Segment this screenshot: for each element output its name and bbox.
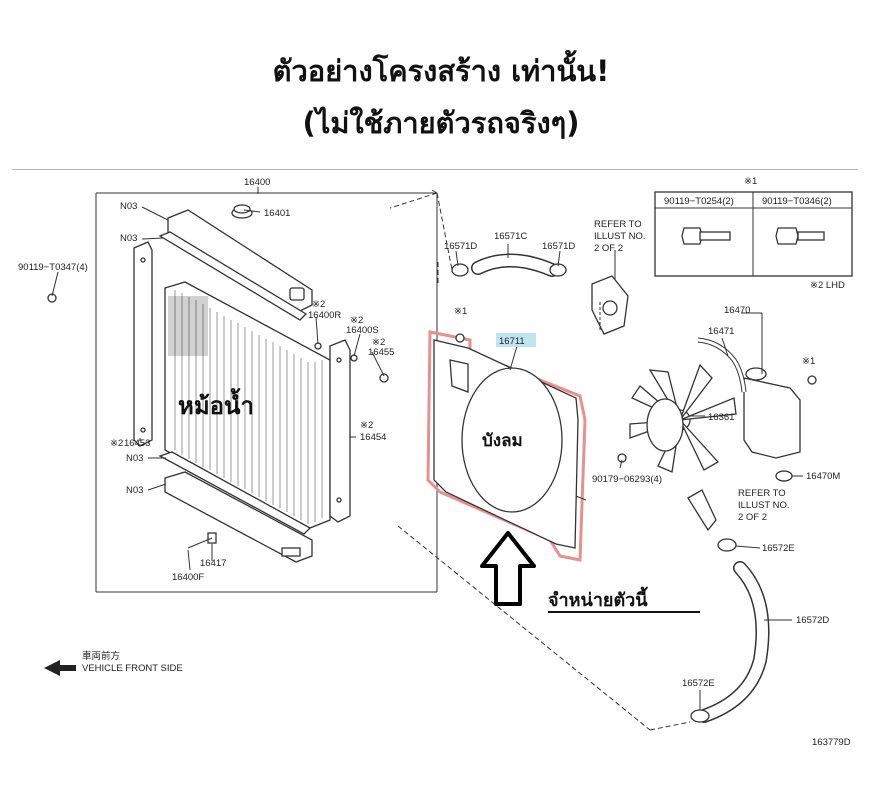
part-label-16401: 16401	[264, 208, 290, 219]
part-label-16470: 16470	[724, 305, 750, 316]
part-label-16400f: 16400F	[172, 572, 204, 583]
note-mark: ※2	[110, 438, 123, 449]
part-label-16571d: 16571D	[444, 241, 477, 252]
table-bolt-icon	[681, 227, 825, 245]
table-note-mark: ※1	[744, 176, 757, 187]
sold-item-callout: จำหน่ายตัวนี้	[548, 586, 649, 611]
radiator-side-support-right	[329, 339, 351, 523]
hose-clamp-left	[451, 263, 469, 277]
radiator-lower-tank	[158, 451, 313, 563]
part-label-16417: 16417	[200, 558, 226, 569]
part-label-16453: 16453	[124, 438, 150, 449]
dashed-connectors	[389, 192, 691, 731]
part-highlight-box	[496, 333, 536, 347]
cooling-fan	[629, 363, 737, 473]
refer-note-line: 2 OF 2	[594, 243, 623, 254]
shroud-callout: บังลม	[482, 431, 523, 451]
note-mark: ※2	[350, 315, 363, 326]
part-label-90179-06293: 90179−06293(4)	[592, 474, 662, 485]
leader-lines	[51, 187, 803, 710]
part-label-16711: 16711	[499, 336, 525, 347]
table-header-col2: 90119−T0346(2)	[762, 196, 832, 207]
table-footer: ※2 LHD	[810, 280, 845, 291]
radiator-core	[164, 281, 331, 529]
part-label-n03: N03	[126, 485, 143, 496]
radiator-upper-tank	[158, 204, 313, 321]
part-label-n03: N03	[120, 201, 137, 212]
note-mark: ※2	[312, 299, 325, 310]
part-label-n03: N03	[120, 233, 137, 244]
part-label-16400s: 16400S	[346, 325, 379, 336]
part-label-16400r: 16400R	[308, 310, 341, 321]
diagram-id: 163779D	[812, 737, 851, 748]
note-mark: ※2	[372, 337, 385, 348]
reserve-tank	[697, 337, 801, 482]
part-label-n03: N03	[126, 453, 143, 464]
part-label-90119-t0347: 90119−T0347(4)	[18, 262, 88, 273]
part-label-16572d: 16572D	[796, 615, 829, 626]
part-label-16361: 16361	[708, 412, 734, 423]
part-label-16470m: 16470M	[806, 471, 840, 482]
radiator-callout: หม้อน้ำ	[178, 387, 254, 420]
part-label-16571d: 16571D	[542, 241, 575, 252]
page-title: ตัวอย่างโครงสร้าง เท่านั้น!	[272, 54, 610, 88]
up-arrow-icon	[480, 531, 536, 606]
table-header-col1: 90119−T0254(2)	[664, 196, 734, 207]
note-mark: ※2	[360, 420, 373, 431]
part-label-16572e: 16572E	[762, 543, 795, 554]
upper-radiator-hose	[471, 253, 559, 277]
part-label-16455: 16455	[368, 347, 394, 358]
note-mark: ※1	[454, 306, 467, 317]
fan-shroud	[426, 330, 587, 562]
radiator-side-support-left	[133, 241, 153, 447]
part-label-16454: 16454	[360, 432, 386, 443]
vehicle-front-arrow-icon	[44, 660, 76, 676]
refer-note-line: ILLUST NO.	[738, 500, 790, 511]
lower-radiator-hose	[687, 489, 770, 723]
refer-note-line: REFER TO	[594, 219, 642, 230]
refer-note-line: ILLUST NO.	[594, 231, 646, 242]
water-outlet	[591, 275, 629, 335]
bolt-icon	[47, 293, 817, 463]
refer-note-line: 2 OF 2	[738, 512, 767, 523]
part-label-16572e: 16572E	[682, 678, 715, 689]
bolt-reference-table	[654, 191, 853, 277]
front-label-en: VEHICLE FRONT SIDE	[82, 663, 183, 674]
page-subtitle: (ไม่ใช้ภายตัวรถจริงๆ)	[302, 106, 580, 140]
part-label-16571c: 16571C	[494, 231, 527, 242]
refer-note-line: REFER TO	[738, 488, 786, 499]
part-label-16400: 16400	[244, 177, 270, 188]
divider	[12, 169, 858, 170]
part-label-16471: 16471	[708, 326, 734, 337]
note-mark: ※1	[802, 356, 815, 367]
drain-cock	[187, 532, 217, 549]
front-label-jp: 車両前方	[82, 650, 120, 662]
